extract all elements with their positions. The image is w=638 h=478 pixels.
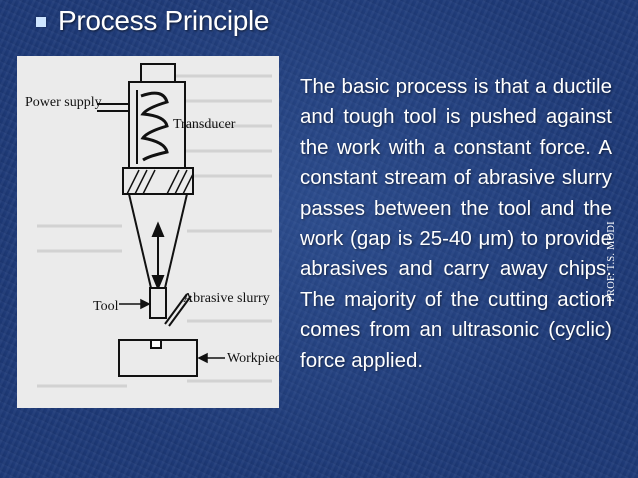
label-transducer: Transducer	[173, 117, 236, 132]
body-paragraph: The basic process is that a ductile and …	[300, 75, 612, 372]
workpiece	[118, 339, 198, 377]
title-row: Process Principle	[36, 4, 270, 38]
square-bullet-icon	[36, 17, 46, 27]
watermark-text: PROF. T.S. MODI	[606, 221, 617, 302]
horn	[128, 193, 188, 289]
power-supply-wires	[97, 103, 129, 112]
watermark: PROF. T.S. MODI	[606, 221, 624, 302]
tool-arrow	[119, 298, 151, 310]
transducer-assembly	[128, 63, 186, 169]
slurry-nozzle	[164, 293, 192, 327]
label-abrasive-slurry: Abrasive slurry	[183, 291, 270, 306]
label-power-supply: Power supply	[25, 95, 102, 110]
hatched-base	[122, 167, 194, 195]
vibration-arrow	[151, 221, 165, 291]
tool	[149, 287, 167, 319]
label-tool: Tool	[93, 299, 119, 314]
label-workpiece: Workpiece	[227, 351, 279, 366]
workpiece-arrow	[197, 352, 225, 364]
process-diagram: Power supply Transducer Abrasive slurry …	[17, 56, 279, 408]
slide-title: Process Principle	[58, 5, 270, 36]
usm-diagram-svg: Power supply Transducer Abrasive slurry …	[25, 63, 279, 388]
